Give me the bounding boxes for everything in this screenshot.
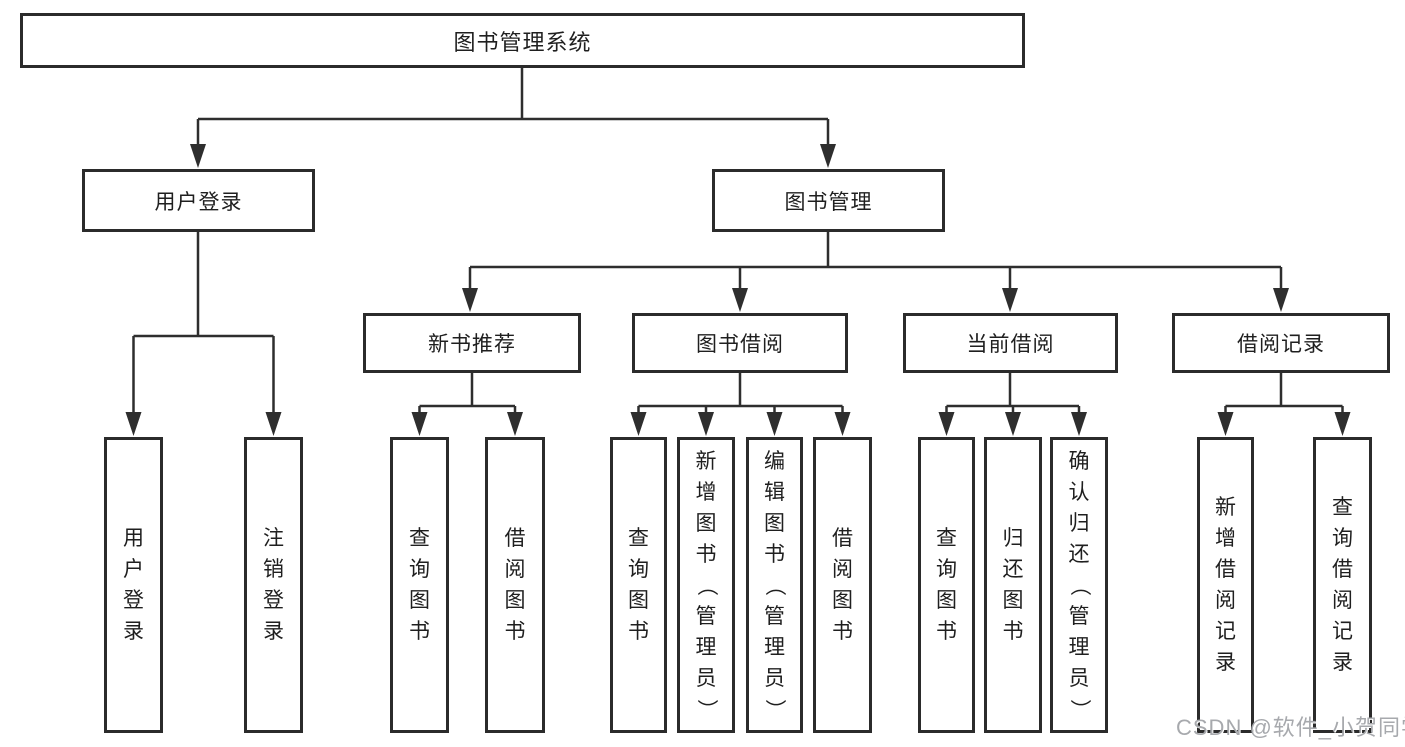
node-borrowing-records: 借阅记录 (1172, 313, 1390, 373)
node-book-borrowing: 图书借阅 (632, 313, 848, 373)
node-label: 新增图书（管理员） (694, 449, 718, 720)
node-label: 编辑图书（管理员） (763, 449, 786, 720)
leaf-query-borrow-record: 查询借阅记录 (1313, 437, 1372, 733)
leaf-confirm-return-admin: 确认归还（管理员） (1050, 437, 1108, 733)
node-label: 图书借阅 (696, 333, 784, 356)
leaf-borrow-books-recommend: 借阅图书 (485, 437, 545, 733)
node-label: 注销登录 (263, 527, 284, 643)
node-label: 查询借阅记录 (1332, 496, 1353, 674)
node-label: 新增借阅记录 (1215, 496, 1236, 674)
node-label: 当前借阅 (966, 333, 1055, 356)
node-label: 用户登录 (154, 190, 243, 214)
node-library-management-system: 图书管理系统 (20, 13, 1025, 68)
node-label: 借阅图书 (832, 527, 853, 643)
leaf-user-login: 用户登录 (104, 437, 163, 733)
leaf-query-books-borrow: 查询图书 (610, 437, 667, 733)
node-label: 确认归还（管理员） (1067, 449, 1091, 720)
node-label: 归还图书 (1002, 527, 1024, 643)
node-label: 借阅图书 (504, 527, 526, 643)
node-label: 新书推荐 (428, 333, 516, 356)
leaf-borrow-books: 借阅图书 (813, 437, 872, 733)
leaf-add-borrow-record: 新增借阅记录 (1197, 437, 1254, 733)
leaf-edit-book-admin: 编辑图书（管理员） (746, 437, 803, 733)
leaf-add-book-admin: 新增图书（管理员） (677, 437, 735, 733)
node-label: 图书管理系统 (453, 29, 592, 55)
leaf-query-books-current: 查询图书 (918, 437, 975, 733)
node-current-borrowing: 当前借阅 (903, 313, 1118, 373)
node-new-book-recommendation: 新书推荐 (363, 313, 581, 373)
node-label: 图书管理 (784, 190, 873, 214)
node-user-login: 用户登录 (82, 169, 315, 232)
node-label: 查询图书 (409, 527, 430, 643)
leaf-query-books-recommend: 查询图书 (390, 437, 449, 733)
node-label: 查询图书 (936, 527, 957, 643)
leaf-return-books: 归还图书 (984, 437, 1042, 733)
node-label: 借阅记录 (1237, 333, 1325, 356)
node-book-management: 图书管理 (712, 169, 945, 232)
csdn-watermark: CSDN @软件_小贺同学 (1176, 715, 1405, 740)
node-label: 查询图书 (628, 527, 649, 643)
leaf-logout: 注销登录 (244, 437, 303, 733)
node-label: 用户登录 (123, 527, 144, 643)
